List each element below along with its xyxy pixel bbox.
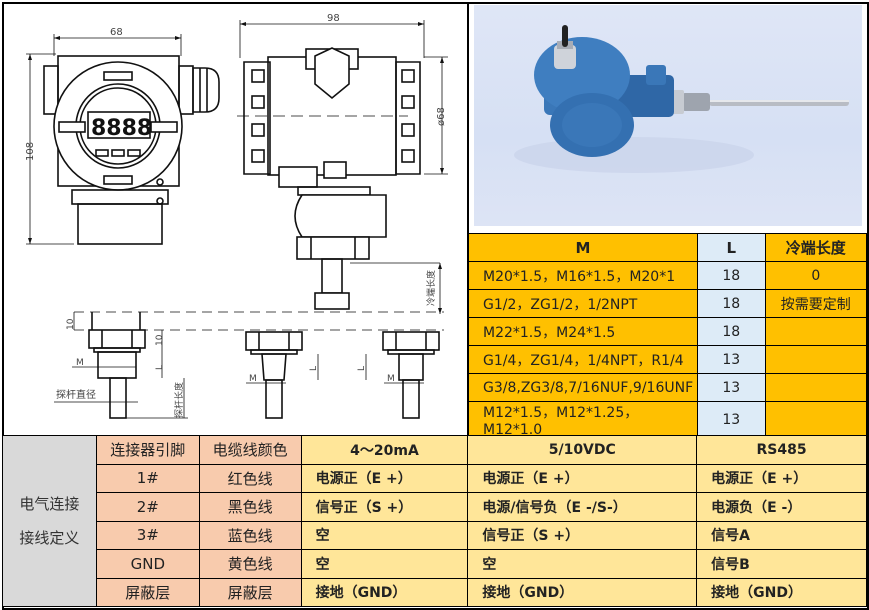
label-l-2: L [309,366,319,371]
table-row: M22*1.5，M24*1.5 18 [468,317,868,346]
dim-front-width: 68 [110,27,123,38]
cell-cold-end: 按需要定制 [764,289,868,318]
cell-rs485: 电源负（E -） [696,492,867,522]
table-row: 屏蔽层 屏蔽层 接地（GND） 接地（GND） 接地（GND） [3,577,867,607]
cell-rs485: 接地（GND） [696,577,867,607]
cell-color: 黑色线 [198,492,302,522]
header-cold-end: 冷端长度 [764,233,868,262]
side-label: 电气连接 接线定义 [2,435,97,607]
side-label-line2: 接线定义 [19,529,80,547]
cell-color: 黄色线 [198,549,302,579]
cell-rs485: 信号B [696,549,867,579]
header-4-20ma: 4～20mA [300,435,469,465]
cell-l: 13 [696,373,766,402]
cell-color: 蓝色线 [198,520,302,550]
header-l: L [696,233,766,262]
thread-spec-table: M L 冷端长度 M20*1.5，M16*1.5，M20*1 18 0 G1/2… [468,233,868,439]
table-row: G1/2，ZG1/2，1/2NPT 18 按需要定制 [468,289,868,318]
dim-diameter: ø68 [436,107,447,126]
dim-height: 108 [25,142,36,161]
cell-pin: 1# [95,463,200,493]
divider [467,2,469,435]
label-m-3: M [387,374,395,384]
table-row: 3# 蓝色线 空 信号正（S +） 信号A [3,520,867,550]
cell-4-20ma: 接地（GND） [300,577,469,607]
product-photo [474,5,862,226]
header-rs485: RS485 [696,435,867,465]
cell-l: 13 [696,345,766,374]
side-view: 98 ø68 冷端长度 [237,13,448,314]
cell-rs485: 电源正（E +） [696,463,867,493]
label-l-3: L [357,366,367,371]
table-row: M20*1.5，M16*1.5，M20*1 18 0 [468,261,868,290]
table-row: G3/8,ZG3/8,7/16NUF,9/16UNF 13 [468,373,868,402]
table-row: 2# 黑色线 信号正（S +） 电源/信号负（E -/S-） 电源负（E -） [3,492,867,522]
cell-cold-end [764,373,868,402]
header-pin: 连接器引脚 [95,435,200,465]
cell-color: 红色线 [198,463,302,493]
cell-l: 18 [696,261,766,290]
side-label-line1: 电气连接 [19,495,80,513]
cell-5-10vdc: 信号正（S +） [467,520,698,550]
cell-m: G1/4，ZG1/4，1/4NPT，R1/4 [468,345,698,374]
cell-4-20ma: 空 [300,549,469,579]
cell-cold-end [764,401,868,439]
display-digits: 8888 [91,116,152,141]
cell-rs485: 信号A [696,520,867,550]
label-probe-length: 探杆长度 [173,382,185,418]
cell-pin: 屏蔽层 [95,577,200,607]
cell-m: M22*1.5，M24*1.5 [468,317,698,346]
cell-m: G3/8,ZG3/8,7/16NUF,9/16UNF [468,373,698,402]
probe-variant-1: 10 M 探杆直径 10 L 探杆长度 [54,312,188,419]
cell-m: G1/2，ZG1/2，1/2NPT [468,289,698,318]
cell-cold-end: 0 [764,261,868,290]
table-header-row: M L 冷端长度 [468,233,868,262]
cell-5-10vdc: 电源正（E +） [467,463,698,493]
label-m-1: M [76,358,84,368]
probe-variant-3: M L [357,331,440,419]
table-header-row: 电气连接 接线定义 连接器引脚 电缆线颜色 4～20mA 5/10VDC RS4… [2,435,867,607]
header-cable-color: 电缆线颜色 [198,435,302,465]
table-row: GND 黄色线 空 空 信号B [3,549,867,579]
probe-variant-2: M L [245,331,319,419]
cell-cold-end [764,317,868,346]
table-row: 1# 红色线 电源正（E +） 电源正（E +） 电源正（E +） [3,463,867,493]
cell-l: 13 [696,401,766,439]
front-view: 68 108 8888 [25,27,220,245]
label-probe-diameter: 探杆直径 [56,388,96,401]
cell-pin: GND [95,549,200,579]
dim-side-width: 98 [327,13,340,24]
cell-m: M12*1.5，M12*1.25，M12*1.0 [468,401,698,439]
cell-l: 18 [696,317,766,346]
cell-m: M20*1.5，M16*1.5，M20*1 [468,261,698,290]
cell-color: 屏蔽层 [198,577,302,607]
header-5-10vdc: 5/10VDC [467,435,698,465]
cell-pin: 2# [95,492,200,522]
cell-4-20ma: 信号正（S +） [300,492,469,522]
label-10-b: 10 [155,334,165,346]
cell-4-20ma: 空 [300,520,469,550]
dimension-drawing: 68 108 8888 9 [4,4,468,435]
header-m: M [468,233,698,262]
cell-l: 18 [696,289,766,318]
cell-5-10vdc: 接地（GND） [467,577,698,607]
table-row: M12*1.5，M12*1.25，M12*1.0 13 [468,401,868,439]
label-cold-end-length: 冷端长度 [425,270,437,306]
table-row: G1/4，ZG1/4，1/4NPT，R1/4 13 [468,345,868,374]
wiring-definition-table: 电气连接 接线定义 连接器引脚 电缆线颜色 4～20mA 5/10VDC RS4… [2,435,867,607]
cell-5-10vdc: 空 [467,549,698,579]
cell-4-20ma: 电源正（E +） [300,463,469,493]
label-m-2: M [249,374,257,384]
cell-pin: 3# [95,520,200,550]
cell-cold-end [764,345,868,374]
label-10-a: 10 [66,318,76,330]
cell-5-10vdc: 电源/信号负（E -/S-） [467,492,698,522]
label-l-1: L [155,365,165,370]
